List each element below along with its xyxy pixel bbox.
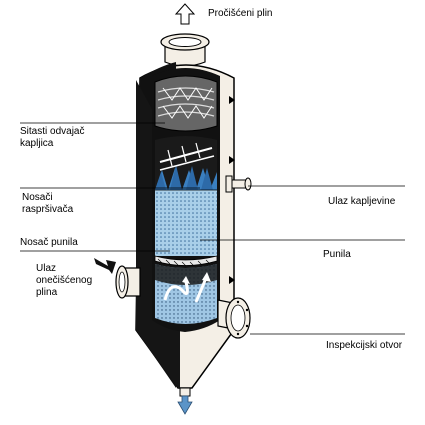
gas-out-label: Pročišćeni plin: [208, 8, 273, 19]
inlet-arrow-icon: [94, 258, 116, 274]
up-arrow-icon: [174, 3, 196, 25]
gas-flow-arrows: [163, 272, 211, 303]
packing-bed: [155, 189, 217, 256]
bottom-drain: [179, 387, 191, 397]
mist-eliminator-label: Sitasti odvajač kapljica: [20, 126, 85, 149]
packing-label: Punila: [323, 249, 351, 260]
spray-zone: [155, 136, 217, 190]
packing-support-plate: [154, 255, 218, 267]
inspection-port-label: Inspekcijski otvor: [326, 340, 403, 351]
gas-inlet-label: Ulaz onečišćenog plina: [36, 263, 93, 298]
down-arrow-icon: [177, 395, 193, 415]
top-outlet-nozzle: [160, 33, 210, 67]
liquid-inlet-label: Ulaz kapljevine: [328, 196, 396, 207]
gas-inlet-nozzle: [115, 265, 141, 299]
mist-eliminator-pad: [154, 75, 218, 132]
inspection-port: [217, 297, 251, 339]
liquid-inlet-fitting: [225, 175, 252, 193]
leader-lines: [20, 122, 405, 335]
packing-support-label: Nosač punila: [20, 237, 78, 248]
spray-supports-label: Nosači raspršivača: [22, 192, 74, 215]
shell-studs: [229, 96, 235, 284]
